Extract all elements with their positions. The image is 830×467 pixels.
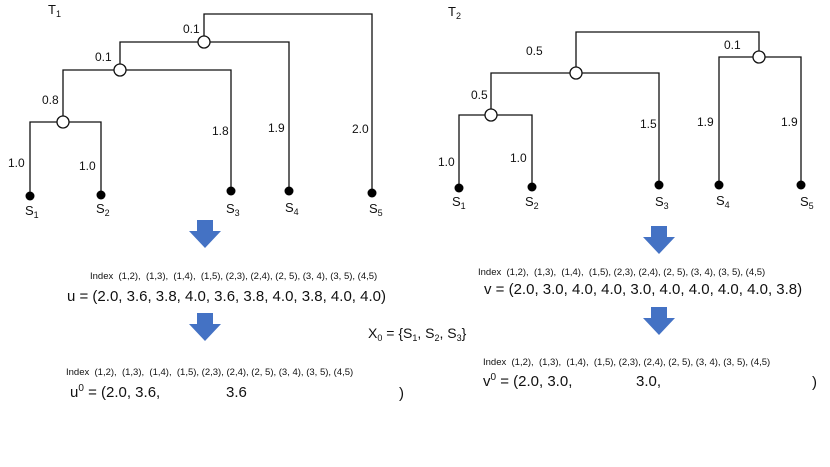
edge-label: 1.9 bbox=[781, 115, 798, 129]
vector-v0-mid: 3.0, bbox=[636, 373, 661, 390]
down-arrow-icon bbox=[189, 313, 221, 341]
tree2-leaf-labels: S1 S2 S3 S4 S5 bbox=[452, 193, 814, 211]
edge-label: 1.0 bbox=[510, 151, 527, 165]
tree1-node-a-branch bbox=[119, 41, 204, 70]
vector-v: v = (2.0, 3.0, 4.0, 4.0, 3.0, 4.0, 4.0, … bbox=[484, 281, 802, 298]
edge-label: 2.0 bbox=[352, 122, 369, 136]
tree1-node-b-branch bbox=[62, 69, 120, 122]
tree1-edge-labels: 0.1 0.1 0.8 1.0 1.0 1.8 1.9 2.0 bbox=[8, 22, 369, 173]
down-arrow-icon bbox=[643, 307, 675, 335]
edge-label: 1.0 bbox=[438, 155, 455, 169]
index-row-left-top: Index (1,2), (1,3), (1,4), (1,5), (2,3),… bbox=[90, 271, 377, 282]
tree1-node-a-to-s4 bbox=[204, 41, 290, 191]
edge-label: 0.8 bbox=[42, 93, 59, 107]
tree2-root-branch bbox=[575, 31, 760, 73]
tree2-node-c-branch bbox=[718, 56, 802, 185]
index-row-right-bottom: Index (1,2), (1,3), (1,4), (1,5), (2,3),… bbox=[483, 357, 770, 368]
tree2-node-a-to-s3 bbox=[576, 72, 660, 185]
vector-v0-close: ) bbox=[812, 374, 817, 391]
edge-label: 1.5 bbox=[640, 117, 657, 131]
leaf-label: S4 bbox=[716, 193, 730, 210]
tree2-internal-node bbox=[569, 66, 583, 80]
tree1-root-branch bbox=[203, 13, 373, 193]
leaf-label: S5 bbox=[369, 201, 383, 218]
edge-label: 0.1 bbox=[183, 22, 200, 36]
tree1-leaf-node bbox=[367, 188, 377, 198]
tree2-leaf-node bbox=[527, 182, 537, 192]
tree1-title: T1 bbox=[48, 2, 61, 19]
vector-u0-mid: 3.6 bbox=[226, 384, 247, 401]
tree2-leaf-node bbox=[796, 180, 806, 190]
vector-u: u = (2.0, 3.6, 3.8, 4.0, 3.6, 3.8, 4.0, … bbox=[67, 288, 386, 305]
tree1-leaf-node bbox=[96, 190, 106, 200]
leaf-label: S2 bbox=[96, 201, 110, 218]
tree1-leaf-node bbox=[284, 186, 294, 196]
edge-label: 0.5 bbox=[526, 44, 543, 58]
vector-u0-close: ) bbox=[399, 385, 404, 402]
down-arrow-icon bbox=[643, 226, 675, 254]
set-x0: X0 = {S1, S2, S3} bbox=[368, 325, 467, 343]
tree1-leaf-labels: S1 S2 S3 S4 S5 bbox=[25, 200, 383, 220]
leaf-label: S1 bbox=[452, 194, 466, 211]
leaf-label: S1 bbox=[25, 203, 39, 220]
leaf-label: S5 bbox=[800, 194, 814, 211]
tree2-leaf-nodes bbox=[454, 180, 806, 193]
tree1-internal-node bbox=[197, 35, 211, 49]
edge-label: 1.0 bbox=[8, 156, 25, 170]
tree2-edge-labels: 0.5 0.1 0.5 1.5 1.0 1.0 1.9 1.9 bbox=[438, 38, 798, 169]
tree1-node-c-branch bbox=[29, 121, 102, 196]
leaf-label: S3 bbox=[226, 201, 240, 218]
tree2-internal-node bbox=[752, 50, 766, 64]
leaf-label: S3 bbox=[655, 194, 669, 211]
edge-label: 0.5 bbox=[471, 88, 488, 102]
edge-label: 1.9 bbox=[268, 121, 285, 135]
tree2-leaf-node bbox=[714, 180, 724, 190]
vector-u0: u0 = (2.0, 3.6, bbox=[70, 383, 160, 401]
leaf-label: S2 bbox=[525, 194, 539, 211]
tree-1 bbox=[29, 13, 373, 196]
vector-v0: v0 = (2.0, 3.0, bbox=[483, 372, 572, 390]
tree1-internal-nodes bbox=[56, 35, 211, 129]
leaf-label: S4 bbox=[285, 200, 299, 217]
tree1-node-b-to-s3 bbox=[120, 69, 232, 191]
tree1-leaf-nodes bbox=[25, 186, 377, 201]
tree1-leaf-node bbox=[226, 186, 236, 196]
edge-label: 0.1 bbox=[724, 38, 741, 52]
edge-label: 0.1 bbox=[95, 50, 112, 64]
tree1-internal-node bbox=[113, 63, 127, 77]
tree1-internal-node bbox=[56, 115, 70, 129]
edge-label: 1.0 bbox=[79, 159, 96, 173]
tree2-title: T2 bbox=[448, 4, 461, 21]
tree2-leaf-node bbox=[654, 180, 664, 190]
down-arrow-icon bbox=[189, 220, 221, 248]
tree2-internal-nodes bbox=[484, 50, 766, 122]
tree2-internal-node bbox=[484, 108, 498, 122]
edge-label: 1.8 bbox=[212, 124, 229, 138]
tree1-leaf-node bbox=[25, 191, 35, 201]
index-row-left-bottom: Index (1,2), (1,3), (1,4), (1,5), (2,3),… bbox=[66, 367, 353, 378]
tree-2 bbox=[458, 31, 802, 188]
tree2-node-a-branch bbox=[490, 72, 576, 115]
index-row-right-top: Index (1,2), (1,3), (1,4), (1,5), (2,3),… bbox=[478, 267, 765, 278]
tree2-leaf-node bbox=[454, 183, 464, 193]
tree2-node-b-branch bbox=[458, 114, 533, 188]
edge-label: 1.9 bbox=[697, 115, 714, 129]
